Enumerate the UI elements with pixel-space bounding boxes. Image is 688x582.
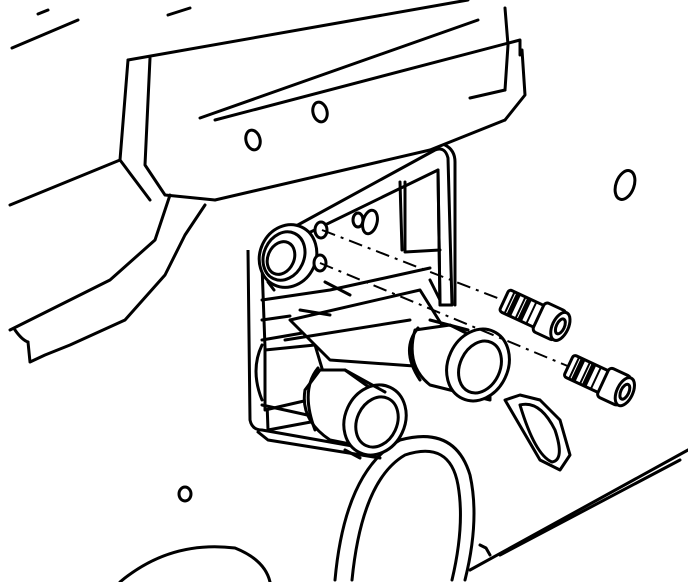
upper-pipe: [283, 278, 511, 403]
panel-lower-right: [118, 393, 688, 582]
alignment-lines: [319, 229, 583, 373]
panel-body: [8, 0, 527, 364]
bolt-upper: [498, 288, 572, 342]
panel-holes: [177, 100, 637, 503]
upper-fitting: [257, 208, 379, 292]
bolt-lower: [563, 354, 636, 408]
lower-pipe: [254, 328, 408, 460]
